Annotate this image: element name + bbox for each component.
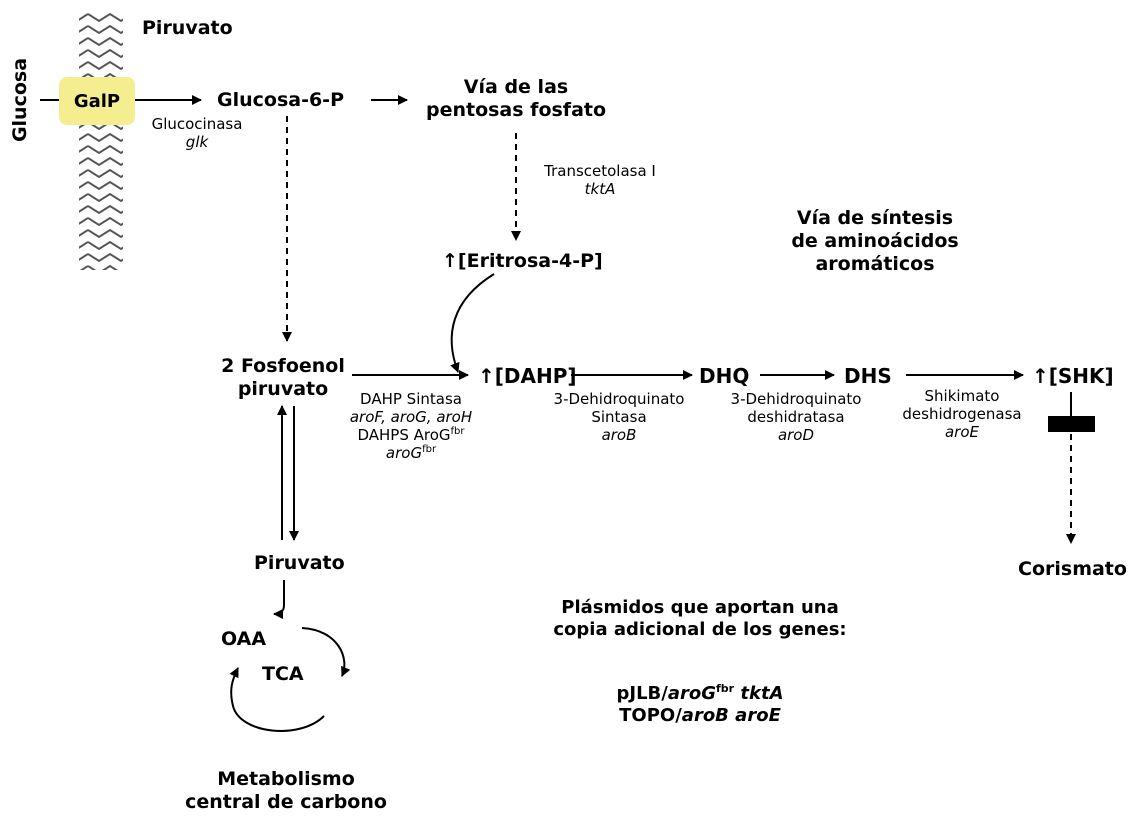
- ppp-line1: Vía de las: [463, 76, 569, 98]
- dahps-genes: aroF, aroG, aroH: [349, 408, 473, 426]
- plasmid-pjlb-prefix: pJLB/: [616, 683, 668, 704]
- node-glucose-6-p: Glucosa-6-P: [217, 89, 344, 111]
- shk-block: [1048, 416, 1095, 432]
- transketolase-name: Transcetolasa I: [544, 162, 656, 180]
- node-tca: TCA: [262, 663, 304, 685]
- glucose-outside-label: Glucosa: [9, 57, 31, 143]
- dahp-synthase-label: DAHP Sintasa aroF, aroG, aroH DAHPS AroG…: [346, 390, 476, 462]
- aroe-label: Shikimato deshidrogenasa aroE: [892, 387, 1032, 441]
- plasmid-pjlb: pJLB/aroGfbr tktA: [560, 682, 840, 705]
- pep-line1: 2 Fosfoenol: [221, 355, 345, 377]
- plasmid-pjlb-gene2: tktA: [740, 683, 784, 704]
- arob-name1: 3-Dehidroquinato: [553, 390, 685, 408]
- dahps-fbr-gene-sup: fbr: [422, 444, 437, 455]
- plasmid-list: pJLB/aroGfbr tktA TOPO/aroB aroE: [560, 682, 840, 726]
- galp-transporter: GalP: [59, 77, 135, 125]
- tca-arc-right: [301, 627, 351, 677]
- aromatic-title-line3: aromáticos: [815, 252, 935, 275]
- plasmids-line1: Plásmidos que aportan una: [561, 597, 839, 618]
- node-shikimate: ↑[SHK]: [1032, 364, 1114, 388]
- arod-label: 3-Dehidroquinato deshidratasa aroD: [725, 390, 867, 444]
- arod-gene: aroD: [777, 426, 815, 444]
- node-pyruvate: Piruvato: [254, 552, 345, 574]
- dahps-fbr-name: DAHPS AroG: [357, 426, 451, 444]
- dahps-fbr-gene: aroG: [385, 444, 423, 462]
- node-dahp: ↑[DAHP]: [478, 364, 577, 388]
- plasmid-topo-prefix: TOPO/: [619, 704, 682, 726]
- arod-name1: 3-Dehidroquinato: [730, 390, 862, 408]
- glucokinase-name: Glucocinasa: [151, 115, 243, 133]
- node-chorismate: Corismato: [1018, 558, 1127, 580]
- pep-line2: piruvato: [237, 377, 329, 400]
- dahps-fbr-name-line: DAHPS AroGfbr: [346, 426, 476, 444]
- central-metabolism-title: Metabolismo central de carbono: [170, 768, 402, 814]
- node-oaa: OAA: [221, 628, 267, 650]
- dahps-fbr-sup: fbr: [450, 426, 465, 437]
- transketolase-label: Transcetolasa I tktA: [527, 162, 673, 198]
- node-erythrose-4-p: ↑[Eritrosa-4-P]: [442, 250, 603, 272]
- plasmid-topo-genes: aroB aroE: [681, 704, 781, 726]
- node-dhq: DHQ: [699, 364, 750, 388]
- plasmid-pjlb-sup: fbr: [716, 682, 735, 695]
- plasmids-line2: copia adicional de los genes:: [553, 618, 847, 640]
- aromatic-title-line1: Vía de síntesis: [796, 207, 954, 229]
- transketolase-gene: tktA: [584, 180, 616, 198]
- cell-membrane: [79, 12, 123, 270]
- tca-arc-left: [229, 667, 325, 732]
- arrow-pyr-oaa: [273, 580, 285, 619]
- ppp-label: Vía de las pentosas fosfato: [409, 76, 623, 122]
- node-dhs: DHS: [844, 364, 892, 388]
- glucokinase-gene: glk: [185, 133, 209, 151]
- plasmids-note: Plásmidos que aportan una copia adiciona…: [530, 597, 870, 640]
- arod-name2: deshidratasa: [747, 408, 845, 426]
- pyruvate-top-label: Piruvato: [142, 17, 233, 39]
- plasmid-pjlb-gene1: aroG: [667, 683, 717, 704]
- aroe-name2: deshidrogenasa: [902, 405, 1022, 423]
- plasmid-topo: TOPO/aroB aroE: [560, 705, 840, 727]
- central-title-line1: Metabolismo: [217, 768, 355, 790]
- aromatic-pathway-title: Vía de síntesis de aminoácidos aromático…: [780, 207, 970, 275]
- aroe-name1: Shikimato: [924, 387, 1000, 405]
- aroe-gene: aroE: [944, 423, 979, 441]
- arob-name2: Sintasa: [591, 408, 647, 426]
- central-title-line2: central de carbono: [185, 790, 387, 813]
- ppp-line2: pentosas fosfato: [425, 98, 607, 121]
- arrow-e4p-dahp: [450, 273, 495, 373]
- arob-label: 3-Dehidroquinato Sintasa aroB: [549, 390, 689, 444]
- aromatic-title-line2: de aminoácidos: [791, 229, 959, 252]
- node-pep: 2 Fosfoenol piruvato: [208, 355, 358, 401]
- glucokinase-label: Glucocinasa glk: [147, 115, 247, 151]
- arob-gene: aroB: [601, 426, 637, 444]
- dahps-name: DAHP Sintasa: [360, 390, 462, 408]
- dahps-fbr-gene-line: aroGfbr: [346, 444, 476, 462]
